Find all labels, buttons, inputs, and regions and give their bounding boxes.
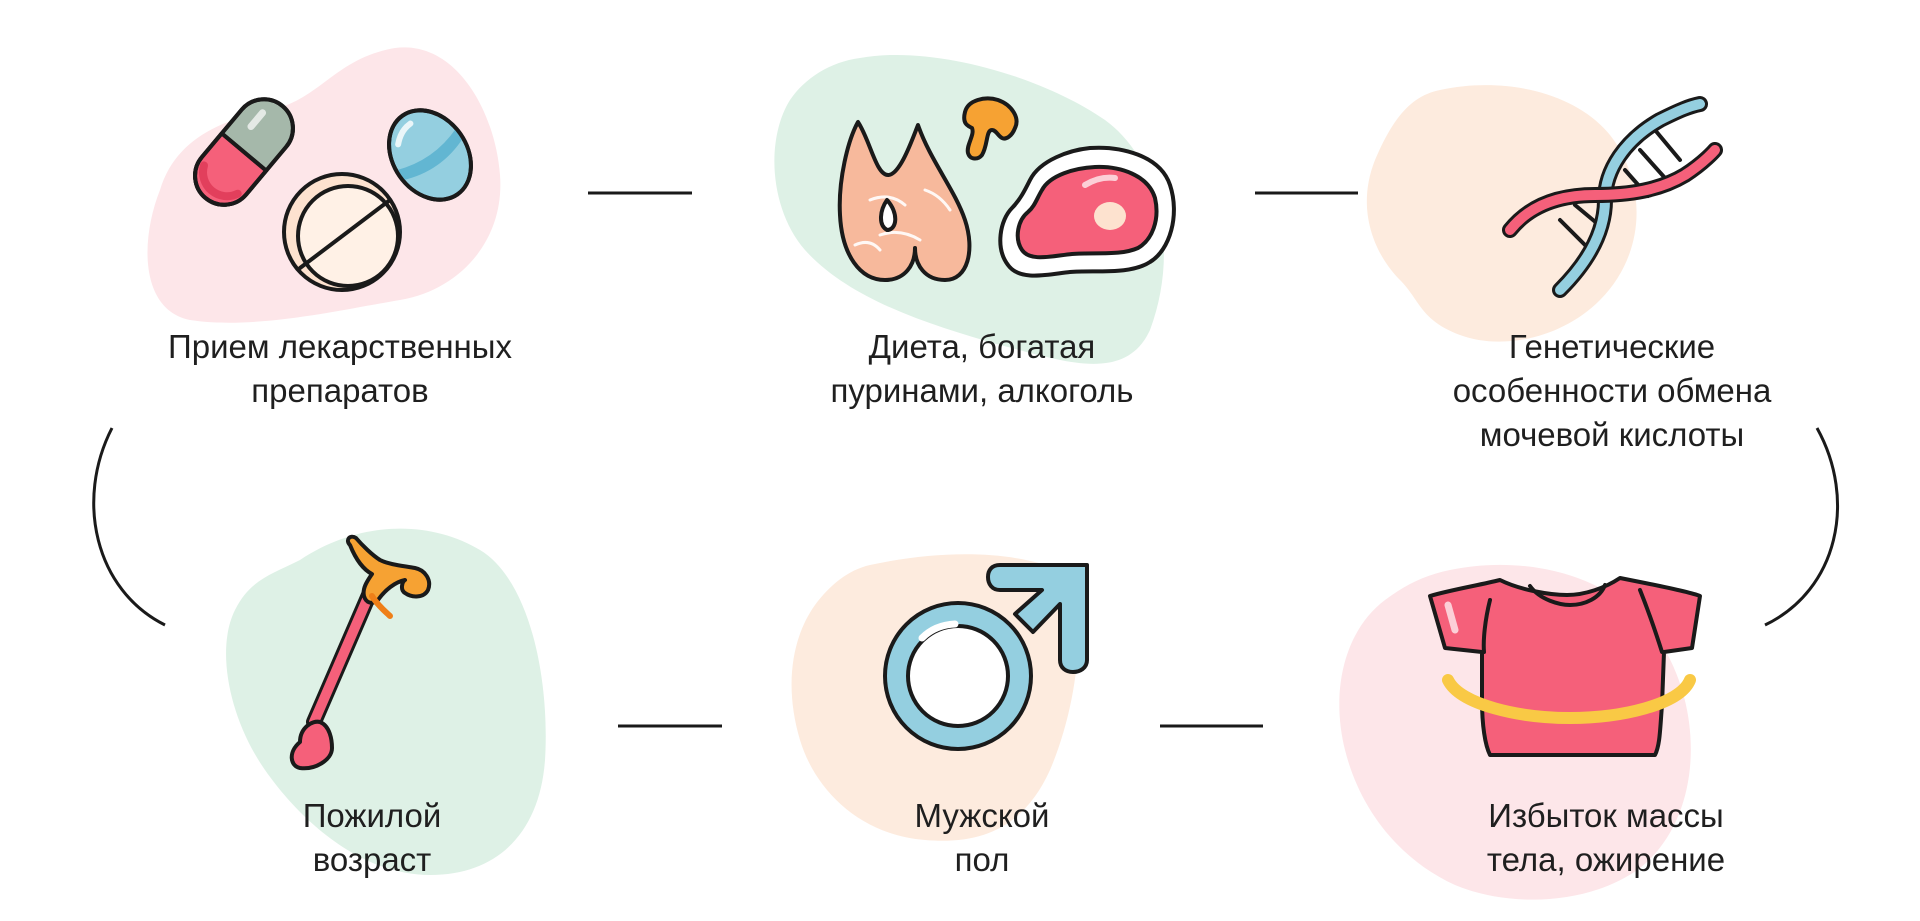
- label-obesity: Избыток массы тела, ожирение: [1396, 794, 1816, 882]
- blob-diet: [774, 54, 1164, 364]
- label-diet: Диета, богатая пуринами, алкоголь: [772, 325, 1192, 413]
- label-line: пол: [954, 841, 1010, 878]
- label-male: Мужской пол: [772, 794, 1192, 882]
- label-line: Пожилой: [302, 797, 442, 834]
- label-line: тела, ожирение: [1486, 841, 1726, 878]
- label-line: препаратов: [251, 372, 429, 409]
- blob-elderly: [226, 528, 546, 875]
- label-medications: Прием лекарственных препаратов: [130, 325, 550, 413]
- shirt-waist-icon: [1428, 576, 1702, 757]
- label-line: Диета, богатая: [868, 328, 1096, 365]
- connector-arc-left: [92, 427, 166, 627]
- cane-icon: [289, 534, 432, 771]
- pills-icon: [193, 97, 473, 292]
- dna-icon: [1502, 96, 1723, 298]
- label-line: Генетические: [1508, 328, 1716, 365]
- label-line: мочевой кислоты: [1479, 416, 1745, 453]
- label-line: возраст: [312, 841, 432, 878]
- label-line: пуринами, алкоголь: [830, 372, 1134, 409]
- label-line: особенности обмена: [1452, 372, 1772, 409]
- label-line: Избыток массы: [1488, 797, 1724, 834]
- connector-arc-right: [1764, 427, 1839, 627]
- food-icon: [837, 96, 1176, 282]
- male-symbol-icon: [883, 563, 1089, 751]
- label-elderly: Пожилой возраст: [162, 794, 582, 882]
- label-line: Мужской: [914, 797, 1050, 834]
- label-line: Прием лекарственных: [168, 328, 512, 365]
- label-genetics: Генетические особенности обмена мочевой …: [1402, 325, 1822, 457]
